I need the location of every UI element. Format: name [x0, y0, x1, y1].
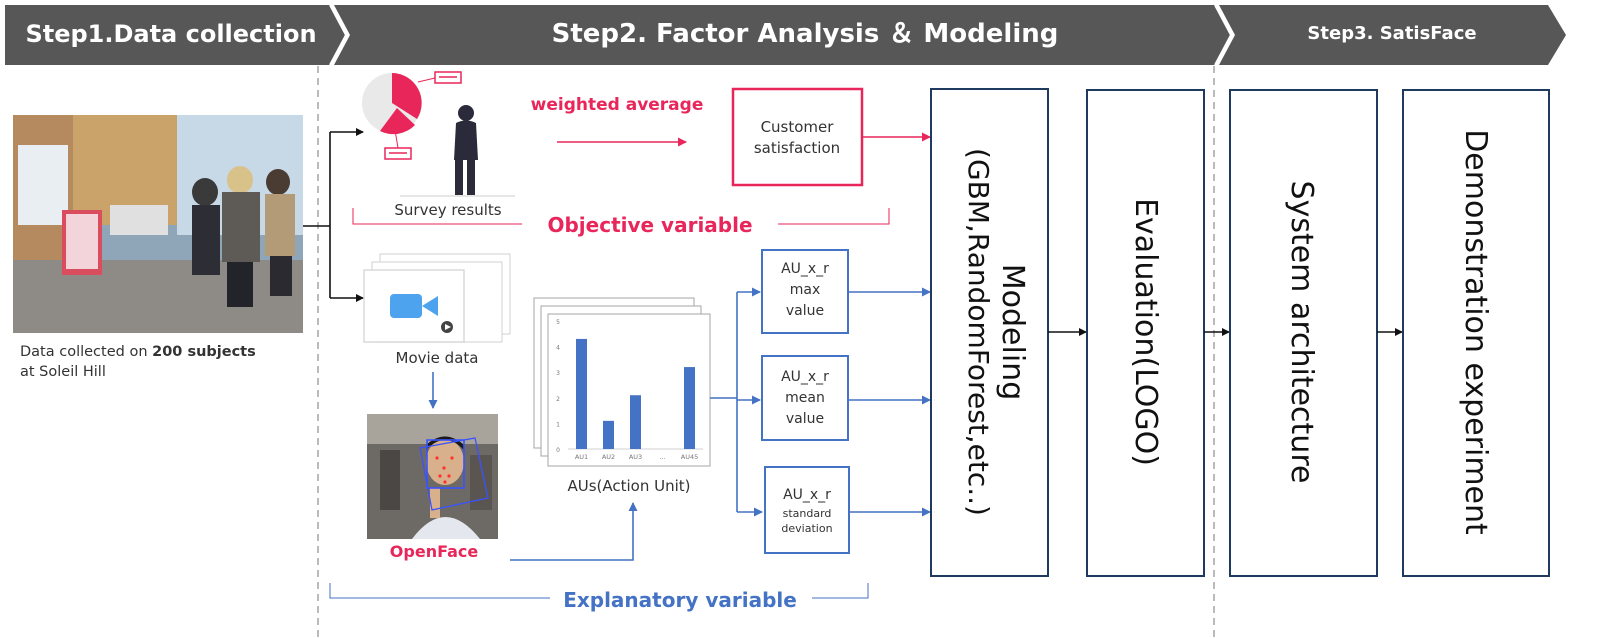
- pie-chart-icon: [362, 71, 462, 160]
- aus-bar: [630, 395, 641, 449]
- feature-mean-line3: value: [786, 411, 824, 427]
- survey-results-label: Survey results: [394, 201, 501, 219]
- demonstration-box: [1402, 89, 1550, 577]
- caption-prefix: Data collected on: [20, 344, 152, 360]
- objective-variable-label: Objective variable: [547, 213, 752, 237]
- feature-box-std: AU_x_r standard deviation: [764, 466, 850, 554]
- aus-xtick-label: …: [659, 453, 666, 461]
- aus-xtick-label: AU45: [681, 453, 698, 461]
- aus-branch-arrows: [710, 287, 763, 517]
- modeling-subtitle: (GBM,RandomForest,etc..): [962, 148, 995, 516]
- system-architecture-title: System architecture: [1284, 181, 1319, 484]
- demonstration-title: Demonstration experiment: [1458, 129, 1493, 535]
- feature-std-line3: deviation: [781, 522, 832, 535]
- feature-max-line1: AU_x_r: [781, 261, 829, 277]
- explanatory-bracket-left: [329, 583, 550, 599]
- feature-mean-line1: AU_x_r: [781, 369, 829, 385]
- aus-bar: [576, 338, 587, 449]
- aus-ytick-label: 1: [556, 421, 560, 428]
- feature-max-line2: max: [790, 282, 821, 298]
- satisfaction-line1: Customer: [761, 118, 835, 136]
- aus-xtick-label: AU1: [575, 453, 588, 461]
- explanatory-variable-label: Explanatory variable: [563, 588, 797, 612]
- weighted-average-label: weighted average: [531, 95, 704, 115]
- aus-bar: [684, 367, 695, 449]
- feature-box-max: AU_x_r max value: [761, 249, 849, 334]
- step3-title: Step3. SatisFace: [1307, 23, 1476, 44]
- openface-label: OpenFace: [390, 542, 479, 561]
- objective-bracket-right: [778, 208, 890, 225]
- person-icon: [400, 105, 515, 197]
- satisfaction-line2: satisfaction: [754, 139, 840, 157]
- step2-title: Step2. Factor Analysis ＆ Modeling: [552, 19, 1059, 49]
- explanatory-bracket-right: [812, 583, 869, 599]
- caption-location: at Soleil Hill: [20, 364, 106, 380]
- aus-xtick-label: AU2: [602, 453, 615, 461]
- objective-bracket: [352, 208, 522, 225]
- feature-mean-line2: mean: [785, 390, 825, 406]
- data-collection-caption: Data collected on 200 subjects: [20, 344, 256, 360]
- movie-stack-icon: [363, 253, 511, 343]
- feature-std-line2: standard: [783, 507, 832, 520]
- customer-satisfaction-box: [731, 87, 864, 187]
- aus-xtick-label: AU3: [629, 453, 642, 461]
- feature-max-line3: value: [786, 303, 824, 319]
- evaluation-title: Evaluation(LOGO): [1128, 198, 1163, 466]
- aus-ytick-label: 5: [556, 319, 560, 326]
- evaluation-box: [1086, 89, 1205, 577]
- openface-photo: [367, 414, 498, 539]
- aus-ytick-label: 0: [556, 447, 560, 454]
- feature-std-line1: AU_x_r: [783, 487, 831, 503]
- step3-chevron: [1219, 5, 1566, 65]
- aus-chart-frame: [547, 313, 711, 467]
- step1-chevron: [5, 5, 346, 65]
- aus-ytick-label: 3: [556, 370, 560, 377]
- data-collection-photo: [13, 115, 303, 333]
- aus-label: AUs(Action Unit): [567, 477, 690, 495]
- openface-to-aus-arrow: [510, 502, 638, 561]
- branch-arrows: [303, 128, 364, 302]
- aus-bar: [603, 420, 614, 449]
- movie-data-label: Movie data: [396, 349, 479, 367]
- feature-box-mean: AU_x_r mean value: [761, 355, 849, 441]
- modeling-box: [930, 88, 1049, 577]
- caption-bold: 200 subjects: [152, 344, 256, 360]
- system-architecture-box: [1229, 89, 1378, 577]
- step-banner: Step1.Data collection Step2. Factor Anal…: [5, 4, 1566, 66]
- feature-to-modeling-arrows: [848, 287, 931, 517]
- step1-title: Step1.Data collection: [25, 20, 316, 48]
- step2-chevron: [334, 5, 1231, 65]
- aus-ytick-label: 2: [556, 396, 560, 403]
- modeling-title: Modeling: [995, 264, 1030, 400]
- aus-ytick-label: 4: [556, 345, 560, 352]
